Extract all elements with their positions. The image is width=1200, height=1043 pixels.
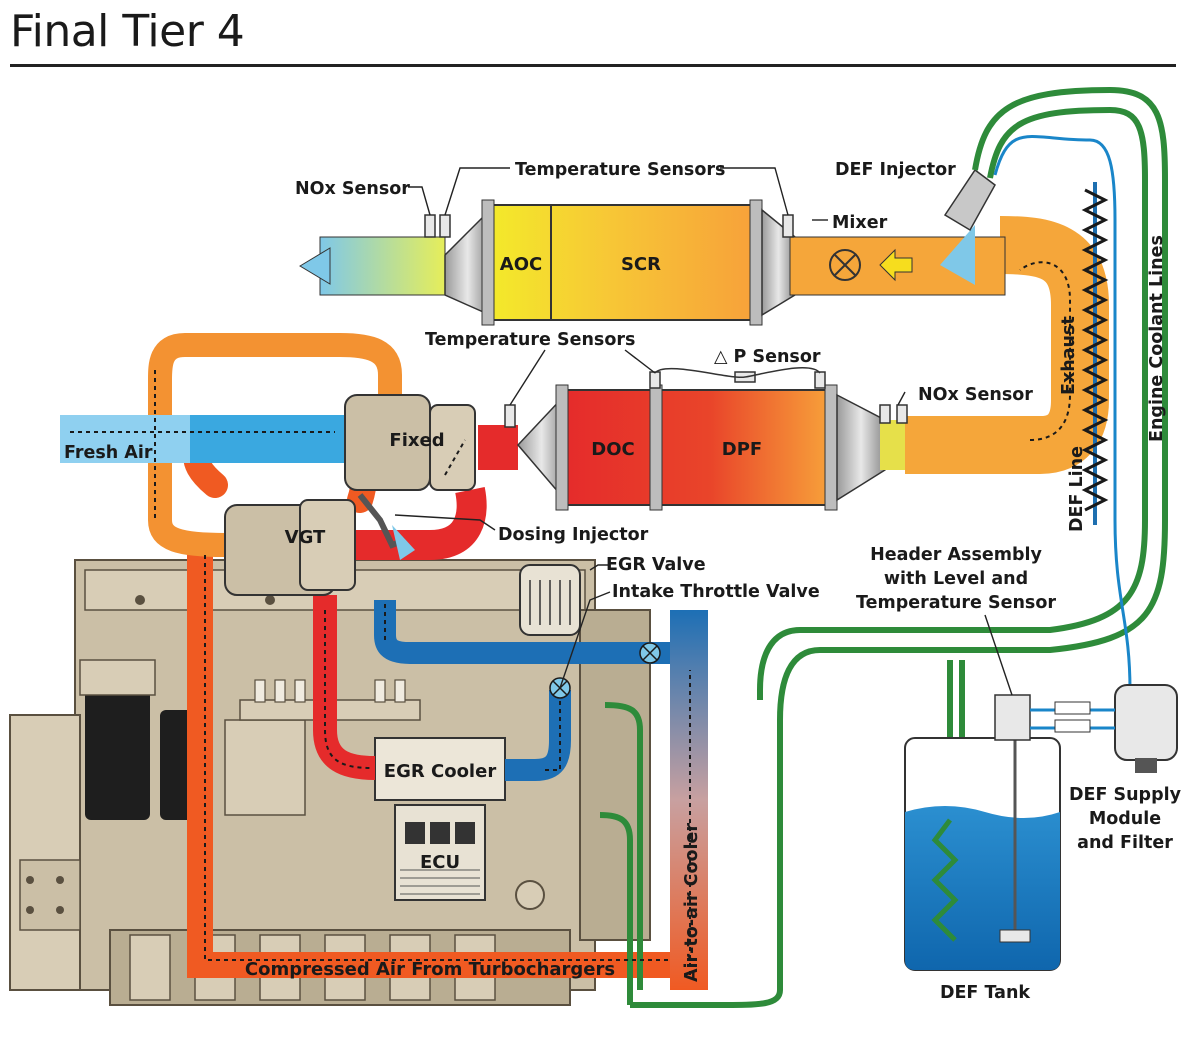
ecu-unit — [394, 804, 486, 901]
label-fresh-air: Fresh Air — [64, 443, 153, 463]
label-header-line3: Temperature Sensor — [856, 593, 1056, 613]
label-temperature-sensors-top: Temperature Sensors — [515, 160, 725, 180]
label-compressed-air: Compressed Air From Turbochargers — [245, 959, 615, 980]
label-header-line1: Header Assembly — [870, 545, 1042, 565]
exhaust-return-pipe — [905, 216, 1109, 474]
label-egr-valve: EGR Valve — [606, 555, 706, 575]
label-mixer: Mixer — [832, 213, 888, 233]
label-def-line: DEF Line — [1067, 446, 1087, 532]
label-doc: DOC — [591, 439, 634, 460]
intake-blue-pipe — [374, 600, 701, 664]
header-assembly — [994, 694, 1031, 741]
label-exhaust: Exhaust — [1059, 316, 1079, 395]
leader-lines — [394, 167, 1013, 696]
label-dp-sensor: △ P Sensor — [714, 347, 821, 367]
label-egr-cooler: EGR Cooler — [384, 761, 497, 782]
def-tank — [904, 694, 1061, 971]
def-supply-module — [1030, 684, 1178, 773]
label-vgt: VGT — [285, 527, 326, 548]
def-injector-icon — [943, 168, 996, 232]
page-title: Final Tier 4 — [10, 6, 245, 57]
label-def-supply-line3: and Filter — [1077, 833, 1173, 853]
label-air-to-air-cooler: Air-to-air Cooler — [682, 823, 702, 982]
flow-arrows — [70, 261, 1071, 975]
outlet-pipe — [319, 236, 446, 296]
label-nox-sensor-mid: NOx Sensor — [918, 385, 1033, 405]
label-header-line2: with Level and — [884, 569, 1028, 589]
label-def-tank: DEF Tank — [940, 983, 1030, 1003]
label-aoc: AOC — [500, 254, 542, 275]
fixed-turbo — [344, 394, 476, 491]
scr-canister — [299, 168, 1006, 326]
def-spray-icon — [940, 225, 975, 285]
label-dosing-injector: Dosing Injector — [498, 525, 649, 545]
intake-throttle-valve-icon — [639, 642, 661, 664]
crossover-pipe — [148, 333, 402, 557]
label-intake-throttle-valve: Intake Throttle Valve — [612, 582, 820, 602]
egr-cool-pipe — [505, 690, 571, 781]
egr-cooler-box — [374, 737, 506, 801]
title-rule — [10, 64, 1176, 67]
label-def-supply-line2: Module — [1089, 809, 1161, 829]
egr-valve-body — [519, 564, 581, 636]
def-line-coil — [1081, 182, 1109, 525]
label-def-supply-line1: DEF Supply — [1069, 785, 1182, 805]
label-def-injector: DEF Injector — [835, 160, 956, 180]
doc-dpf-canister — [516, 384, 910, 511]
vgt-turbo — [224, 499, 356, 596]
label-engine-coolant-lines: Engine Coolant Lines — [1147, 235, 1167, 442]
def-lines — [993, 135, 1132, 691]
label-temperature-sensors-mid: Temperature Sensors — [425, 330, 635, 350]
hot-exhaust-pipe — [350, 487, 487, 560]
label-fixed: Fixed — [389, 430, 444, 451]
mixer-icon — [829, 249, 861, 281]
label-nox-sensor-top: NOx Sensor — [295, 179, 410, 199]
compressed-air-main — [187, 540, 680, 978]
label-ecu: ECU — [420, 852, 460, 873]
label-dpf: DPF — [722, 439, 762, 460]
label-scr: SCR — [621, 254, 661, 275]
